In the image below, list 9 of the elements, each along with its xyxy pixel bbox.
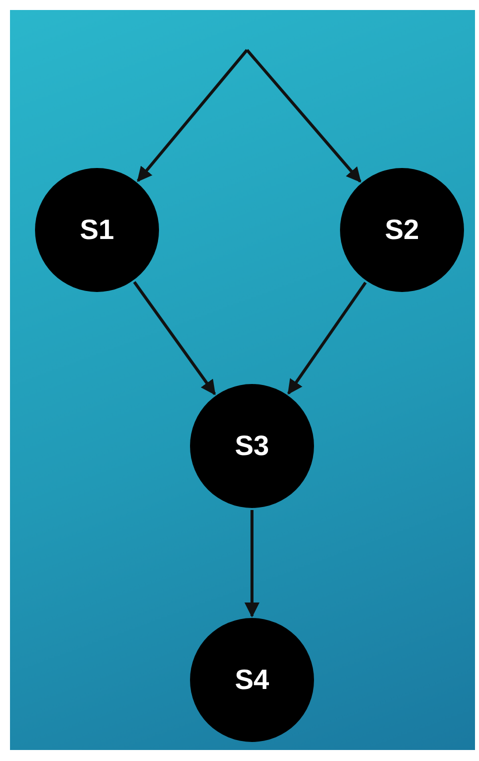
arrow bbox=[287, 282, 367, 395]
arrow bbox=[246, 49, 362, 183]
arrow bbox=[244, 510, 260, 618]
state-label: S1 bbox=[80, 213, 114, 247]
state-label: S4 bbox=[234, 663, 270, 697]
arrow bbox=[133, 281, 216, 396]
state-label: S2 bbox=[384, 213, 420, 247]
state-label: S3 bbox=[234, 429, 270, 463]
arrow bbox=[136, 49, 248, 182]
